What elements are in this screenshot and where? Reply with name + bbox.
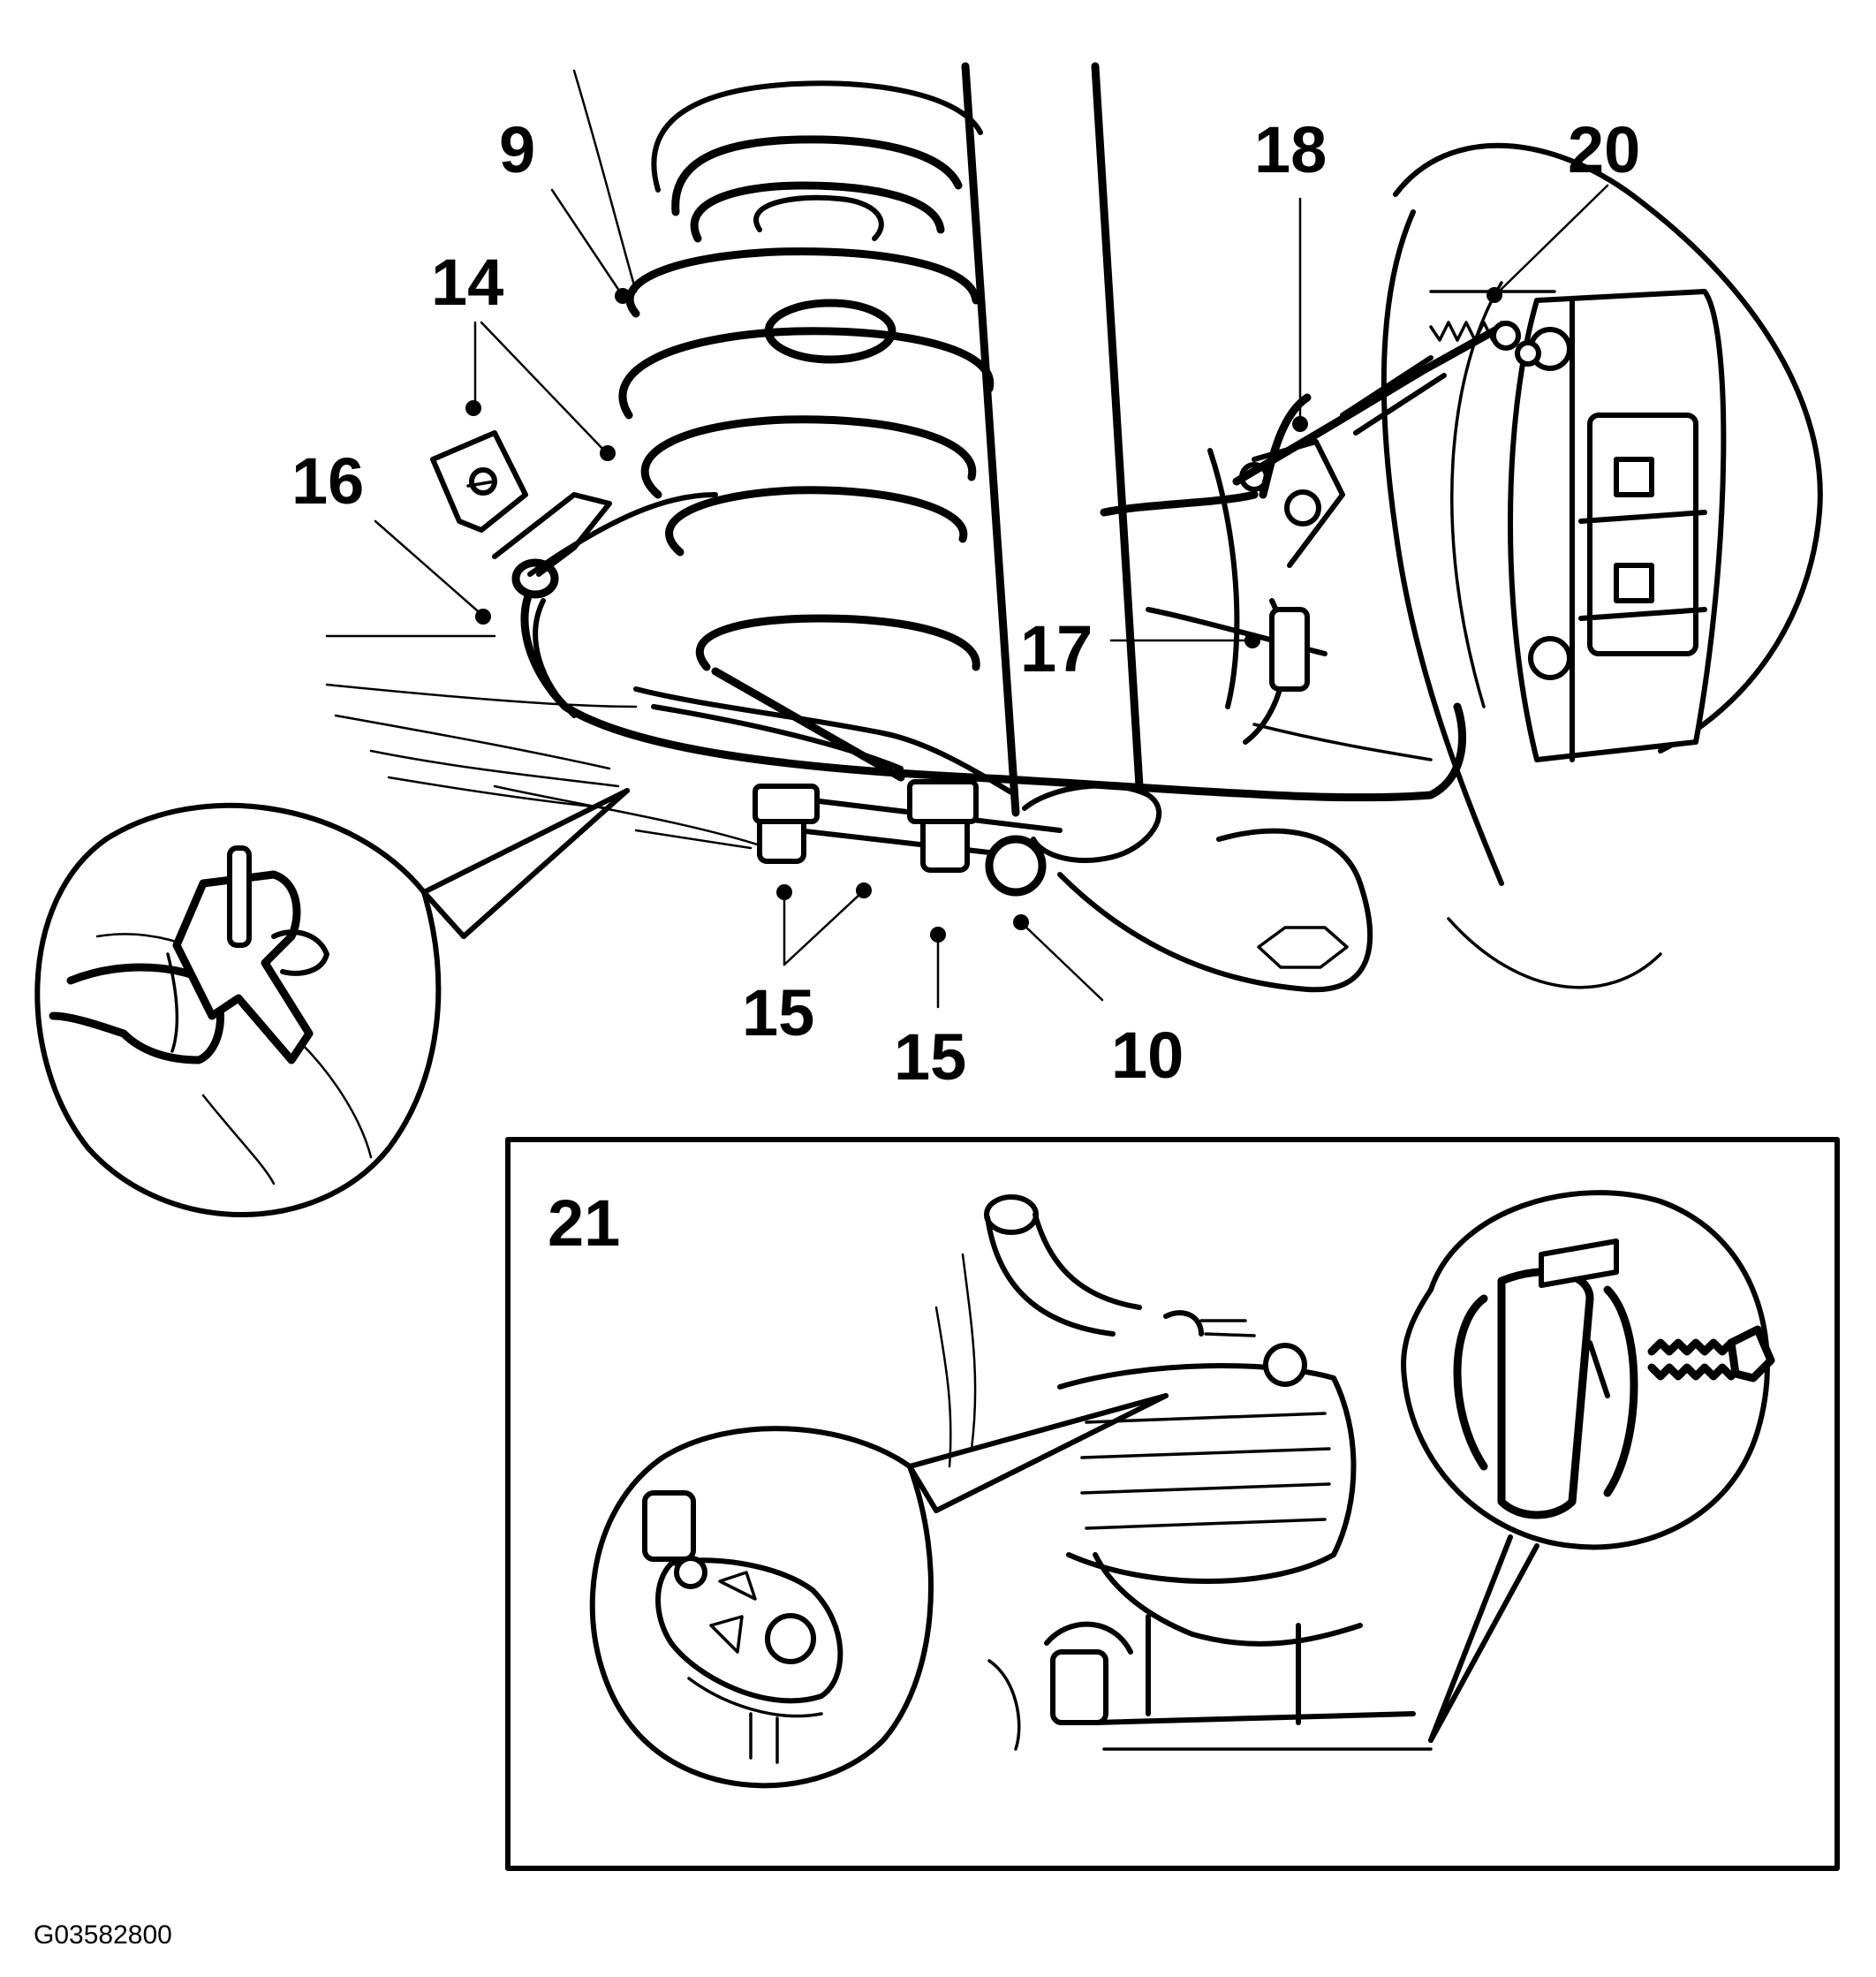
coil-spring: [618, 80, 995, 671]
retaining-clip: [430, 430, 528, 533]
leader-line: [480, 321, 608, 454]
main-assembly: [325, 62, 1823, 993]
callout-dot: [1013, 914, 1029, 930]
callout-label: 16: [291, 444, 364, 518]
callout-dot: [600, 445, 616, 461]
callout-label: 18: [1254, 113, 1327, 186]
leader-line: [1495, 184, 1609, 295]
lower-control-arm: [633, 667, 1373, 993]
leader-line: [783, 890, 864, 966]
callout-18: 18: [1254, 113, 1327, 432]
steering-knuckle: [1146, 439, 1433, 761]
callout-dot: [856, 882, 872, 898]
callout-label: 14: [431, 246, 503, 319]
callout-15b: 15: [894, 927, 966, 1094]
body-outline: [325, 69, 770, 850]
callout-16: 16: [291, 444, 491, 625]
figure-code: G03582800: [34, 1920, 172, 1950]
callout-20: 20: [1486, 113, 1640, 303]
callout-label: 20: [1568, 113, 1640, 186]
callout-dot: [1292, 416, 1308, 432]
detail-circle-bushing: [589, 1393, 1169, 1789]
callout-10: 10: [1013, 914, 1184, 1092]
callout-label: 15: [894, 1020, 966, 1094]
callout-15a: 15: [742, 882, 872, 1049]
callout-17: 17: [1020, 612, 1260, 686]
callout-label: 17: [1020, 612, 1093, 686]
spring-bracket: [492, 492, 718, 577]
callout-dot: [1486, 287, 1502, 303]
brake-assembly: [1381, 142, 1823, 989]
leader-line: [550, 188, 624, 298]
callout-label: 10: [1111, 1019, 1184, 1092]
callout-dot: [776, 884, 792, 900]
detail-circle-clamp: [1401, 1190, 1775, 1743]
brake-cable: [1232, 321, 1541, 486]
callout-label: 15: [742, 976, 814, 1049]
callout-14: 14: [431, 246, 616, 461]
callout-9: 9: [499, 113, 631, 304]
leader-line: [1021, 922, 1104, 1002]
callout-label: 21: [548, 1186, 620, 1260]
callout-dot: [1244, 632, 1260, 648]
detail-circle-hose-clip: [34, 788, 630, 1217]
leader-line: [374, 519, 486, 618]
callout-dot: [615, 288, 631, 304]
callout-label: 9: [499, 113, 535, 186]
strut: [961, 62, 1144, 817]
inset-panel: 21: [505, 1137, 1840, 1871]
callout-dot: [475, 609, 491, 625]
callout-dot: [465, 400, 481, 416]
stabilizer-bar: [934, 1194, 1433, 1751]
callout-dot: [930, 927, 946, 943]
